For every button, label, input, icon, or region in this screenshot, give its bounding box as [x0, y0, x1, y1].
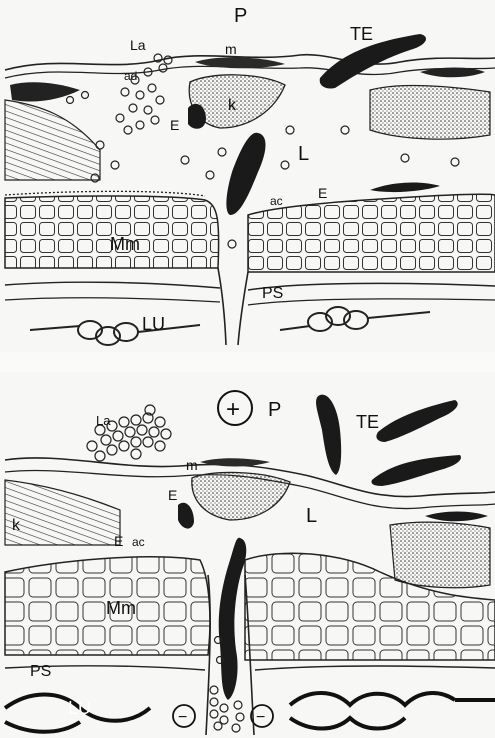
- lu-chain-right: [280, 307, 430, 331]
- label-l-bottom: L: [306, 505, 317, 527]
- label-te-bottom: TE: [356, 412, 379, 432]
- panel-top: P TE La m ad k E L ac E Mm PS LU: [5, 5, 495, 345]
- label-e-left-bottom: E: [114, 533, 123, 549]
- label-la-top: La: [130, 37, 146, 53]
- te-cell-bottom-vertical: [316, 395, 341, 475]
- label-ps-top: PS: [262, 285, 283, 302]
- capillary-cell-ac: [370, 183, 440, 193]
- keratinocyte-left: [10, 82, 80, 101]
- label-m-bottom: m: [186, 457, 198, 473]
- te-cell-bottom-upper: [376, 400, 457, 442]
- endothelial-cell-bottom: [178, 503, 194, 529]
- label-la-bottom: La: [96, 413, 111, 428]
- label-ps-bottom: PS: [30, 663, 51, 680]
- granule-cluster-la: [67, 54, 173, 134]
- label-k-top: k: [228, 97, 237, 114]
- lumen-cell-center: [226, 133, 265, 215]
- connective-tissue-left: [5, 100, 100, 180]
- label-ad-top: ad: [124, 69, 137, 83]
- label-e-left-top: E: [170, 117, 179, 133]
- panel-divider: [0, 352, 495, 372]
- connective-tissue-bottom-left: [5, 480, 120, 545]
- label-minus-right: −: [256, 709, 265, 726]
- cell-right-bottom: [425, 512, 488, 522]
- muscle-block-left-top: [5, 196, 219, 268]
- label-p-bottom: P: [268, 399, 281, 421]
- label-te-top: TE: [350, 24, 373, 44]
- label-mm-top: Mm: [110, 234, 140, 254]
- label-e-mid-bottom: E: [168, 487, 177, 503]
- label-mm-bottom: Mm: [106, 598, 136, 618]
- lu-chain-left: [30, 321, 200, 345]
- label-k-bottom: k: [12, 517, 21, 534]
- label-ac-bottom: ac: [132, 535, 145, 549]
- stippled-region-bottom-right: [390, 522, 490, 588]
- stippled-region-right: [370, 86, 490, 140]
- lu-chain-bottom-right: [290, 693, 495, 729]
- panel-bottom: + P: [5, 391, 495, 735]
- central-channel-top: [218, 268, 248, 345]
- migrating-cell-central: [219, 538, 247, 700]
- ps-layer-top-lower: [5, 298, 495, 305]
- label-m-top: m: [225, 41, 237, 57]
- muscle-block-right-top: [248, 194, 495, 272]
- label-minus-left: −: [178, 709, 187, 726]
- stippled-body-bottom: [192, 472, 290, 520]
- ps-layer-top: [5, 282, 495, 290]
- label-e-right-top: E: [318, 185, 327, 201]
- label-l-top: L: [298, 143, 309, 165]
- label-p-top: P: [234, 5, 247, 27]
- label-lu-top: LU: [142, 314, 165, 334]
- label-lu-bottom: LU: [68, 698, 91, 718]
- label-plus-bottom: +: [226, 396, 240, 423]
- label-ac-top: ac: [270, 194, 283, 208]
- te-cell-bottom-lower: [371, 455, 460, 486]
